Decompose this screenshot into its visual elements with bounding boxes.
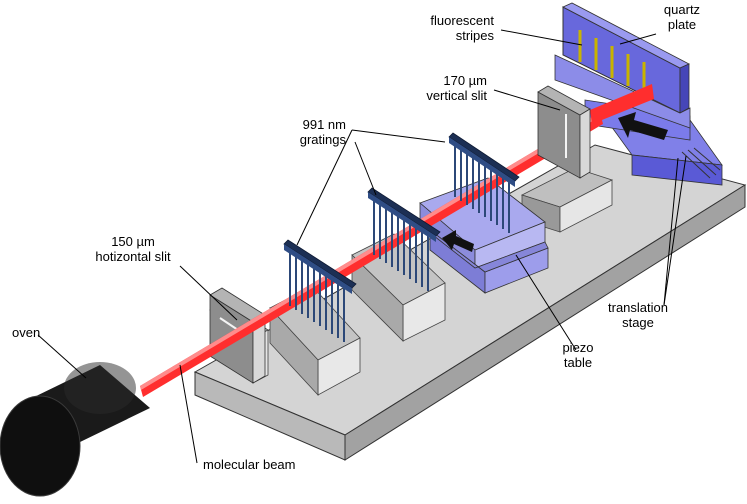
label-quartz: quartz bbox=[664, 2, 700, 17]
slit2-mount bbox=[520, 167, 614, 233]
label-slit1-name: hotizontal slit bbox=[95, 249, 171, 264]
label-piezo: piezo bbox=[562, 340, 593, 355]
label-gratings-period: 991 nm bbox=[303, 117, 346, 132]
piezo-arrow-icon bbox=[442, 230, 474, 252]
label-fluorescent: fluorescent bbox=[430, 13, 494, 28]
grating-2 bbox=[367, 187, 441, 291]
label-slit2-width: 170 µm bbox=[443, 73, 487, 88]
grating-1 bbox=[283, 239, 357, 342]
stage-arrow-icon bbox=[618, 112, 668, 140]
slit2-plate bbox=[537, 85, 591, 179]
label-table: table bbox=[564, 355, 592, 370]
leader-lines bbox=[37, 29, 687, 464]
label-molecular-beam: molecular beam bbox=[203, 457, 296, 472]
label-slit1-width: 150 µm bbox=[111, 234, 155, 249]
oven bbox=[0, 362, 150, 497]
label-oven: oven bbox=[12, 325, 40, 340]
label-slit2-name: vertical slit bbox=[426, 88, 487, 103]
label-translation: translation bbox=[608, 300, 668, 315]
label-stripes: stripes bbox=[456, 28, 495, 43]
label-plate: plate bbox=[668, 17, 696, 32]
label-gratings-name: gratings bbox=[300, 132, 347, 147]
grating-3 bbox=[448, 132, 520, 233]
label-stage: stage bbox=[622, 315, 654, 330]
